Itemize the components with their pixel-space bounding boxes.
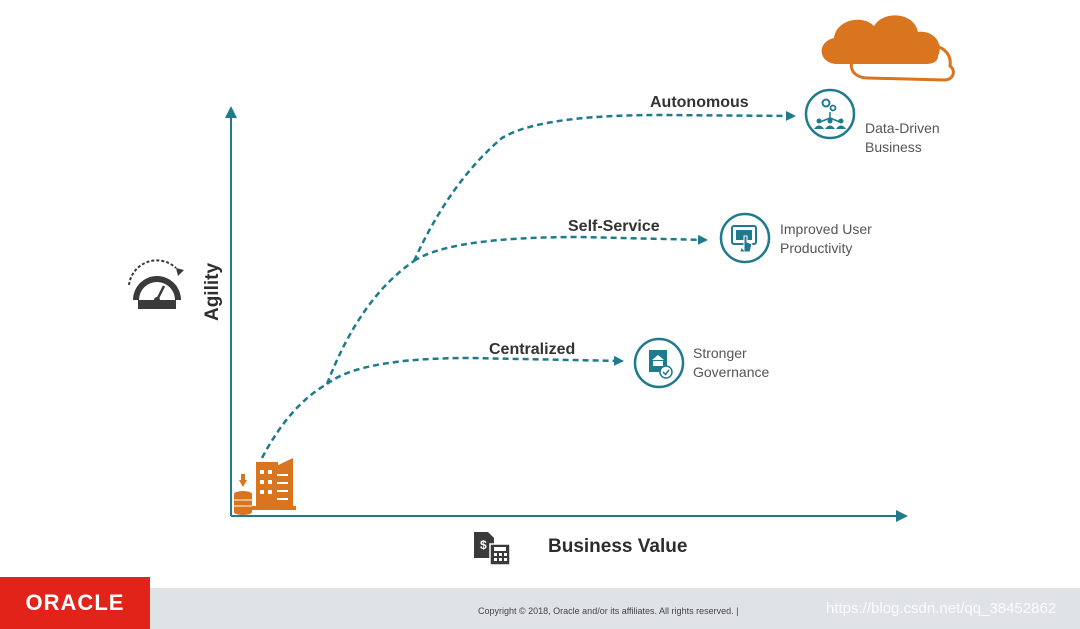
upper-curve: [412, 110, 796, 262]
x-axis: [231, 510, 908, 522]
watermark-url: https://blog.csdn.net/qq_38452862: [826, 600, 1057, 617]
growth-curves: [260, 110, 796, 459]
oracle-logo-text: ORACLE: [25, 590, 125, 615]
base-curve: [260, 382, 328, 459]
centralized-curve: [326, 355, 624, 385]
speedometer-icon: [128, 259, 184, 309]
self-service-curve: [413, 234, 708, 263]
outcome-centralized-line2: Governance: [693, 364, 769, 380]
outcome-autonomous-line1: Data-Driven: [865, 120, 940, 136]
outcome-self-service-line2: Productivity: [780, 240, 852, 256]
outcome-autonomous-line2: Business: [865, 139, 922, 155]
x-axis-label: Business Value: [548, 536, 687, 557]
copyright-text: Copyright © 2018, Oracle and/or its affi…: [478, 606, 739, 616]
enterprise-building-icon: [234, 458, 296, 515]
outcome-centralized-line1: Stronger: [693, 345, 747, 361]
governance-icon: [633, 337, 685, 389]
footer-bar: [0, 588, 1080, 629]
stage-label-autonomous: Autonomous: [650, 94, 749, 111]
y-axis-label: Agility: [202, 263, 223, 321]
stage-label-self-service: Self-Service: [568, 218, 660, 235]
invoice-calculator-icon: $: [474, 532, 511, 566]
svg-text:$: $: [480, 538, 487, 552]
stage-label-centralized: Centralized: [489, 341, 575, 358]
oracle-logo: ORACLE: [0, 577, 150, 629]
mid-curve: [325, 259, 415, 385]
network-users-icon: [804, 88, 856, 140]
touch-screen-icon: [719, 212, 771, 264]
cloud-icon: [821, 15, 955, 82]
outcome-self-service-line1: Improved User: [780, 221, 872, 237]
y-axis: [225, 106, 237, 516]
